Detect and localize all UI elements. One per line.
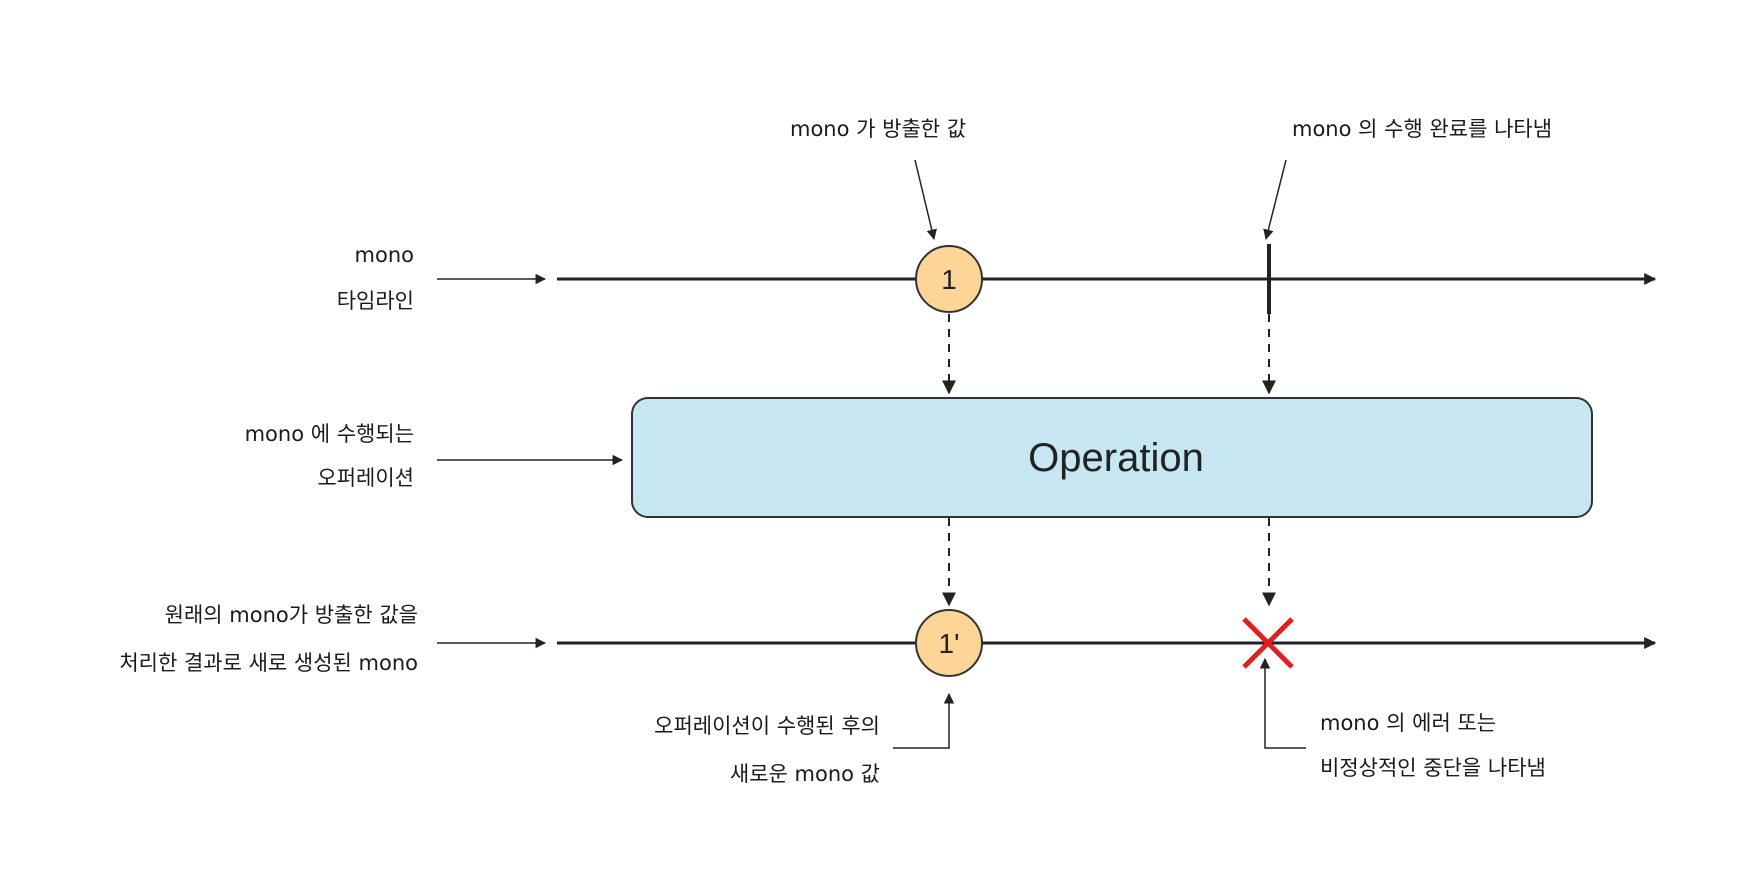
operation-label-line1: mono 에 수행되는 <box>244 422 414 446</box>
operation-label: Operation <box>1028 436 1204 480</box>
new-value-annotation-arrow <box>893 692 955 749</box>
result-mono-label-line2: 처리한 결과로 새로 생성된 mono <box>119 651 418 675</box>
emitted-value-annotation-arrow <box>914 159 937 241</box>
error-label-line2: 비정상적인 중단을 나타냄 <box>1320 756 1546 780</box>
operation-label-line2: 오퍼레이션 <box>317 466 414 490</box>
error-annotation-arrow <box>1259 657 1306 749</box>
emitted-value-label: mono 가 방출한 값 <box>790 117 967 141</box>
completion-annotation-arrow <box>1263 159 1287 241</box>
output-marble-value: 1' <box>939 628 960 659</box>
operation-box: Operation <box>631 397 1593 518</box>
new-value-label-line2: 새로운 mono 값 <box>729 762 880 786</box>
input-timeline <box>557 244 1657 314</box>
error-x-mark <box>1242 617 1294 669</box>
completion-label: mono 의 수행 완료를 나타냄 <box>1292 117 1553 141</box>
input-marble: 1 <box>915 245 983 313</box>
mono-timeline-label-line2: 타임라인 <box>336 289 414 313</box>
error-label-line1: mono 의 에러 또는 <box>1320 711 1497 735</box>
input-marble-value: 1 <box>941 264 957 295</box>
new-value-label-line1: 오퍼레이션이 수행된 후의 <box>654 714 880 738</box>
result-mono-label-line1: 원래의 mono가 방출한 값을 <box>164 603 418 627</box>
output-marble: 1' <box>915 609 983 677</box>
mono-timeline-label-line1: mono <box>354 243 414 267</box>
